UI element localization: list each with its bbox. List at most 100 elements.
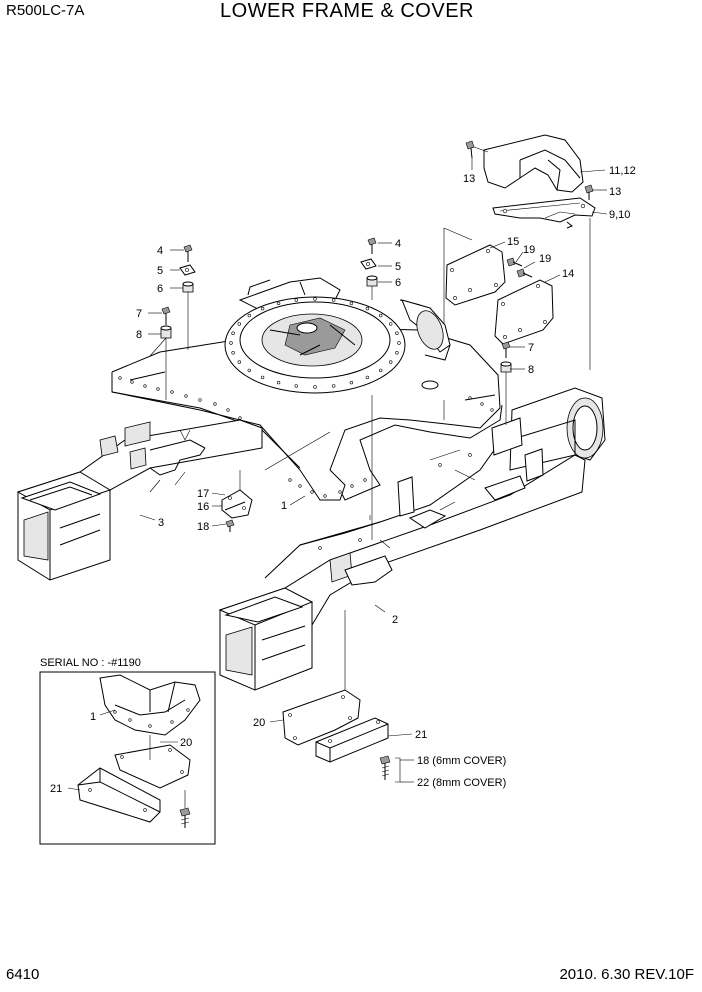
callout-13-right: 13 <box>609 186 621 198</box>
nut-5-center <box>360 258 377 270</box>
callout-2: 2 <box>392 614 398 626</box>
ring-bolt-hole <box>395 351 399 355</box>
callout-3: 3 <box>158 517 164 529</box>
ring-bolt-hole <box>260 375 265 380</box>
bottom-cover-21 <box>315 717 389 763</box>
callout-14: 14 <box>562 268 574 280</box>
bolt-18-22-bottom <box>379 755 401 783</box>
ring-bolt-hole <box>276 301 281 306</box>
ring-bolt-hole <box>379 313 383 318</box>
cover-bracket-9-10 <box>492 197 596 229</box>
ring-bolt-hole <box>379 368 383 373</box>
ring-bolt-hole <box>237 360 242 364</box>
callout-5-center: 5 <box>395 261 401 273</box>
ring-bolt-hole <box>231 351 235 355</box>
ring-bolt-hole <box>247 313 252 318</box>
bolt-19-pair <box>506 257 533 278</box>
ring-bolt-hole <box>276 380 281 385</box>
bolt-4-center <box>367 237 377 254</box>
ring-bolt-hole <box>260 306 265 311</box>
callout-13-upper: 13 <box>463 173 475 185</box>
ring-bolt-hole <box>365 375 370 380</box>
frame-bolt-hole <box>143 384 147 388</box>
ring-bolt-hole <box>313 385 317 389</box>
model-code: R500LC-7A <box>6 2 85 19</box>
frame-bolt-holes <box>118 376 494 498</box>
inset-cover-21 <box>77 767 161 823</box>
callout-4-center: 4 <box>395 238 401 250</box>
bolt-7-left <box>161 306 171 325</box>
frame-bolt-hole <box>288 478 292 482</box>
callout-7-right: 7 <box>528 342 534 354</box>
serial-inset-frame <box>39 671 216 845</box>
bolt-13-right <box>584 184 594 200</box>
top-cover-11-12 <box>483 134 584 193</box>
frame-bolt-hole <box>130 380 134 384</box>
revision-date: 2010. 6.30 REV.10F <box>559 966 694 983</box>
ring-bolt-hole <box>313 297 317 301</box>
ring-bolt-hole <box>294 298 298 302</box>
ring-bolt-hole <box>389 322 393 326</box>
inset-leader-lines <box>149 735 186 808</box>
side-cover-14 <box>494 279 554 345</box>
callout-7-left: 7 <box>136 308 142 320</box>
ring-bolt-hole <box>237 322 242 326</box>
callout-19-a: 19 <box>523 244 535 256</box>
leader-lines-left-fasteners <box>149 292 189 400</box>
right-track-frame-2 <box>218 387 606 700</box>
frame-bolt-hole <box>338 490 342 494</box>
frame-bolt-hole <box>156 387 160 391</box>
frame-bolt-hole <box>238 416 242 420</box>
spacer-6-left <box>182 281 194 293</box>
callout-19-b: 19 <box>539 253 551 265</box>
ring-bolt-hole <box>389 360 393 364</box>
callout-18-6mm-cover: 18 (6mm COVER) <box>417 755 506 767</box>
frame-bolt-hole <box>118 376 122 380</box>
bolt-18-small-cover <box>225 519 235 532</box>
nut-5-left <box>179 264 196 276</box>
callout-8-right: 8 <box>528 364 534 376</box>
ring-bolt-hole <box>294 384 298 388</box>
ring-bolt-hole <box>332 384 336 388</box>
frame-bolt-hole <box>310 490 314 494</box>
callout-9-10: 9,10 <box>609 209 630 221</box>
frame-bolt-hole <box>490 408 494 412</box>
ring-bolt-hole <box>229 341 233 345</box>
frame-bolt-hole <box>298 484 302 488</box>
ring-bolt-hole <box>349 301 354 306</box>
ring-bolt-hole <box>395 331 399 335</box>
callout-1-inset: 1 <box>90 711 96 723</box>
callout-20-bottom: 20 <box>253 717 265 729</box>
callout-18-small: 18 <box>197 521 209 533</box>
frame-bolt-hole <box>363 478 367 482</box>
inset-bolt <box>179 807 191 828</box>
frame-bolt-hole <box>323 494 327 498</box>
callout-1-main: 1 <box>281 500 287 512</box>
callout-5-left: 5 <box>157 265 163 277</box>
frame-bolt-hole <box>226 408 230 412</box>
frame-bolt-hole <box>184 394 188 398</box>
center-frame-1 <box>111 277 503 501</box>
frame-bolt-hole <box>170 390 174 394</box>
spacer-6-center <box>366 275 378 287</box>
callout-8-left: 8 <box>136 329 142 341</box>
inset-center-frame-1 <box>99 674 201 736</box>
ring-bolt-hole <box>365 306 370 311</box>
callout-17: 17 <box>197 488 209 500</box>
ring-bolt-hole <box>349 380 354 385</box>
bolt-7-right <box>501 341 511 358</box>
side-cover-15 <box>445 244 506 306</box>
callout-20-inset: 20 <box>180 737 192 749</box>
serial-number-label: SERIAL NO : -#1190 <box>40 657 141 669</box>
page-title: LOWER FRAME & COVER <box>220 0 474 22</box>
bolt-13-upper <box>465 140 489 159</box>
callout-6-center: 6 <box>395 277 401 289</box>
callout-15: 15 <box>507 236 519 248</box>
page-number: 6410 <box>6 966 40 983</box>
spacer-8-left <box>160 325 172 339</box>
callout-21-inset: 21 <box>50 783 62 795</box>
callout-21-bottom: 21 <box>415 729 427 741</box>
callout-16: 16 <box>197 501 209 513</box>
